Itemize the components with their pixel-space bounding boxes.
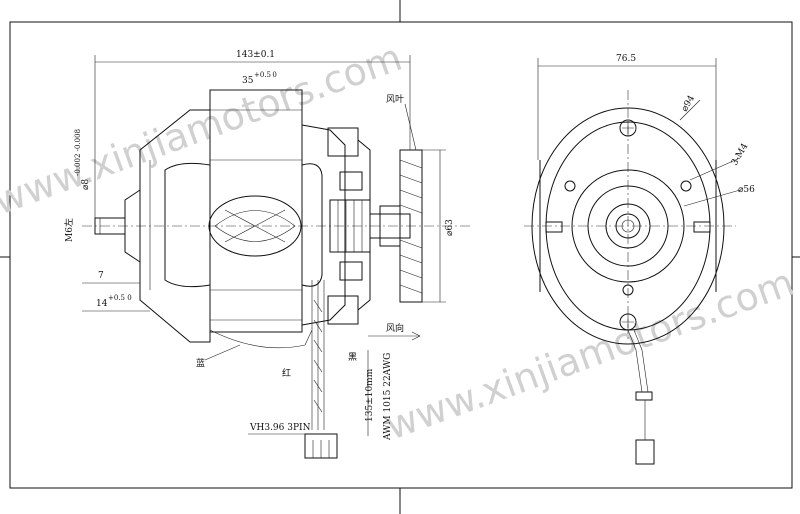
label-wire-black: 黑 xyxy=(348,352,357,363)
dim-7: 7 xyxy=(98,271,104,281)
shaft-right xyxy=(369,213,411,239)
front-shaft-hole xyxy=(615,213,641,239)
watermark-text-left: www.xinjiamotors.com xyxy=(0,35,408,224)
dim-fan-dia: ⌀63 xyxy=(445,219,455,236)
label-airflow: 风向 xyxy=(386,322,404,334)
dim-stack-height: 35 xyxy=(242,76,254,86)
dim-front-94: ⌀94 xyxy=(680,94,697,114)
label-fan: 风叶 xyxy=(386,94,404,105)
label-wire-red: 红 xyxy=(282,367,291,379)
field-coil-right xyxy=(301,163,323,287)
front-ring-bearing xyxy=(587,185,669,267)
mount-hole-1 xyxy=(564,180,576,192)
mount-hole-2 xyxy=(680,180,692,192)
mount-hole-3 xyxy=(622,284,634,296)
label-connector: VH3.96 3PIN xyxy=(249,423,311,433)
dim-stack-tol: +0.5 0 xyxy=(254,71,277,79)
dim-shaft-dia: ⌀8 xyxy=(81,179,91,190)
dim-wire-length: 135±10mm xyxy=(365,368,375,422)
dim-front-56: ⌀56 xyxy=(738,185,755,195)
fan-blade xyxy=(399,149,423,303)
dim-shaft-label: M6左 xyxy=(63,218,75,242)
front-housing-outer xyxy=(531,107,725,345)
wire-blue-path xyxy=(209,329,313,349)
brush-holder-top xyxy=(339,171,363,191)
dim-14-tol: +0.5 0 xyxy=(108,294,132,302)
dim-shaft-tol: -0.002 -0.008 xyxy=(74,129,82,176)
right-end-bracket xyxy=(301,124,346,326)
dim-front-width: 76.5 xyxy=(616,54,636,64)
front-ring-56 xyxy=(571,169,685,283)
front-connector xyxy=(635,439,655,465)
brush-holder-bottom xyxy=(339,261,363,281)
wire-spec: AWM 1015 22AWG xyxy=(383,353,393,441)
dim-front-holes: 3-M4 xyxy=(730,142,751,168)
front-view: 76.5 ⌀94 3-M4 ⌀56 xyxy=(524,54,755,465)
field-coil-left xyxy=(164,162,211,288)
side-view: 143±0.1 35 +0.5 0 M6左 ⌀8 -0.002 -0.008 7… xyxy=(63,50,470,459)
dim-14: 14 xyxy=(96,299,108,309)
armature-winding xyxy=(208,195,302,257)
screw-top xyxy=(619,119,637,137)
dim-overall-length: 143±0.1 xyxy=(236,50,275,60)
watermark-text-right: www.xinjiamotors.com xyxy=(380,260,800,449)
left-end-cap xyxy=(139,109,211,343)
label-wire-blue: 蓝 xyxy=(196,357,205,369)
